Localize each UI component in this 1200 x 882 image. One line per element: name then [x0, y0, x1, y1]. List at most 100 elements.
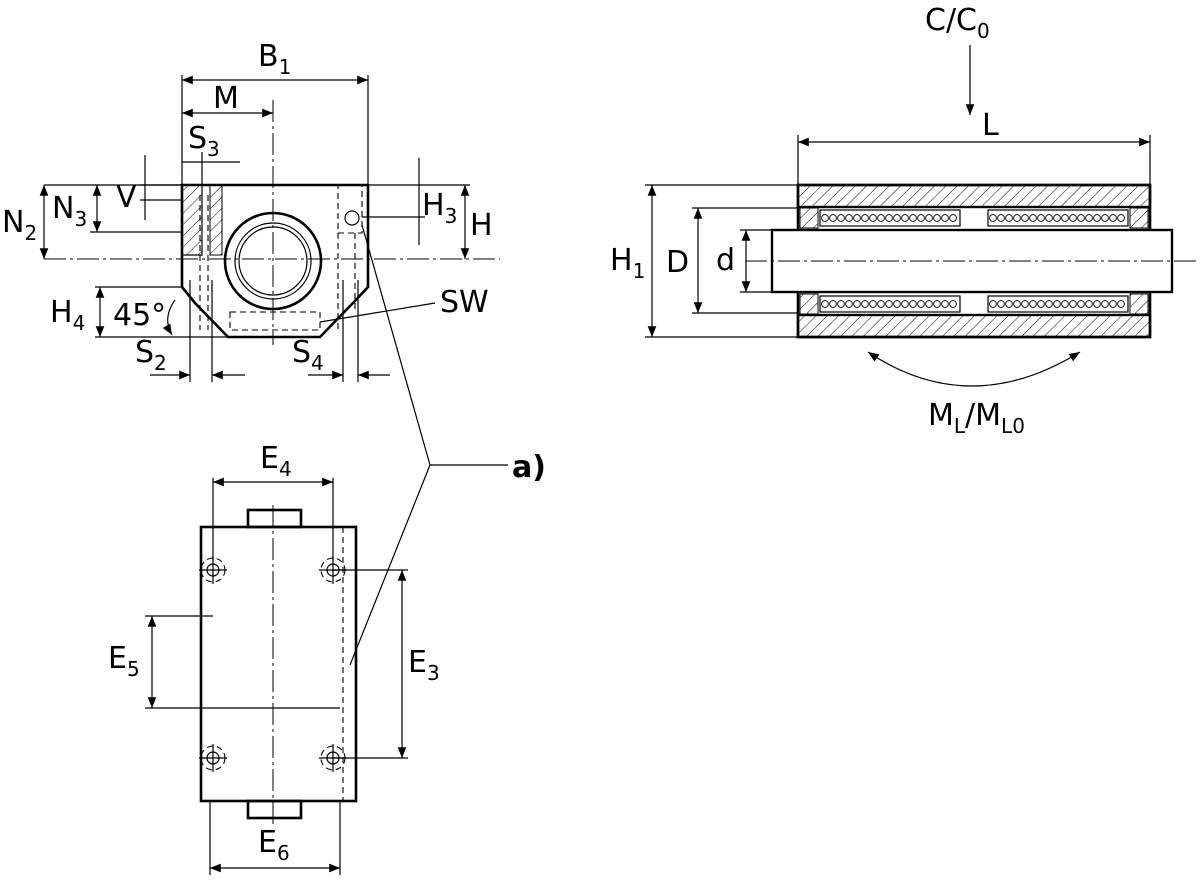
h-label: H — [470, 208, 493, 243]
callout-a-leader-1 — [361, 224, 431, 466]
ball — [1069, 300, 1077, 308]
sw-label: SW — [440, 285, 489, 320]
ball — [1069, 214, 1077, 222]
ball — [925, 214, 933, 222]
front-right-screw — [344, 210, 360, 226]
ball — [1037, 214, 1045, 222]
ball — [829, 214, 837, 222]
ball — [837, 214, 845, 222]
s2-label: S2 — [135, 335, 167, 375]
e5-label: E5 — [108, 641, 140, 681]
ball-row-bl — [819, 295, 961, 313]
ball-row-tl — [819, 209, 961, 227]
ball — [1109, 300, 1117, 308]
ball — [1029, 214, 1037, 222]
front-right-hidden-bore — [337, 184, 363, 234]
ball — [845, 300, 853, 308]
ball — [949, 214, 957, 222]
ball — [1021, 300, 1029, 308]
front-left-section — [181, 184, 203, 256]
top-screw-bl — [199, 744, 227, 772]
ball — [925, 300, 933, 308]
seal-bl — [799, 293, 819, 315]
ball — [1077, 214, 1085, 222]
h1-label: H1 — [610, 243, 645, 283]
h3-label: H3 — [422, 188, 457, 228]
callout-a-leader-2 — [349, 464, 431, 666]
sw-leader — [319, 302, 436, 323]
ball — [1013, 300, 1021, 308]
top-tab-top — [246, 508, 303, 529]
ball — [1077, 300, 1085, 308]
ball — [1085, 300, 1093, 308]
moment-label: ML/ML0 — [928, 398, 1025, 438]
ball — [1085, 214, 1093, 222]
ball — [941, 300, 949, 308]
s4-label: S4 — [292, 335, 324, 375]
ball — [893, 214, 901, 222]
side-housing-top — [796, 183, 1152, 209]
ball — [829, 300, 837, 308]
ball — [1101, 214, 1109, 222]
ball-row-br — [987, 295, 1129, 313]
side-view: C/C0 L H1 D d — [610, 3, 1200, 438]
side-housing-bottom — [796, 313, 1152, 339]
ball — [1061, 214, 1069, 222]
moment-arc — [867, 351, 1081, 387]
d-big-label: D — [666, 245, 689, 280]
top-view: E4 E5 E3 E6 — [108, 441, 440, 875]
ball — [933, 300, 941, 308]
ball — [1005, 214, 1013, 222]
ball — [989, 214, 997, 222]
ball — [877, 214, 885, 222]
ball-row-tr — [987, 209, 1129, 227]
ball — [1093, 300, 1101, 308]
ball — [1005, 300, 1013, 308]
e4-label: E4 — [260, 441, 292, 481]
s3-label: S3 — [188, 121, 220, 161]
ball — [893, 300, 901, 308]
ball — [909, 214, 917, 222]
ball — [933, 214, 941, 222]
ball — [861, 300, 869, 308]
callout-a-label: a) — [512, 450, 546, 485]
ball — [853, 300, 861, 308]
ball — [949, 300, 957, 308]
ball — [917, 214, 925, 222]
n2-label: N2 — [2, 205, 37, 245]
ball — [861, 214, 869, 222]
ball — [1029, 300, 1037, 308]
ball — [1053, 214, 1061, 222]
ball — [1093, 214, 1101, 222]
seal-tl — [799, 207, 819, 229]
ball — [997, 300, 1005, 308]
n3-label: N3 — [52, 191, 87, 231]
ball — [869, 300, 877, 308]
ball — [885, 300, 893, 308]
e3-label: E3 — [408, 645, 440, 685]
ball — [1037, 300, 1045, 308]
ball — [1101, 300, 1109, 308]
top-screw-tl — [199, 556, 227, 584]
l-label: L — [982, 108, 999, 143]
b1-label: B1 — [258, 39, 291, 79]
ball — [917, 300, 925, 308]
m-label: M — [213, 81, 239, 116]
ball — [853, 214, 861, 222]
e6-label: E6 — [258, 825, 290, 865]
h4-label: H4 — [50, 295, 85, 335]
ball — [1117, 300, 1125, 308]
d-small-label: d — [716, 243, 735, 278]
v-label: V — [116, 180, 137, 215]
ball — [845, 214, 853, 222]
ball — [877, 300, 885, 308]
angle-label: 45° — [113, 298, 166, 333]
ball — [821, 214, 829, 222]
top-tab-bottom — [246, 799, 303, 820]
ball — [901, 300, 909, 308]
ball — [885, 214, 893, 222]
load-label: C/C0 — [925, 3, 990, 43]
front-housing-outline — [180, 183, 370, 339]
